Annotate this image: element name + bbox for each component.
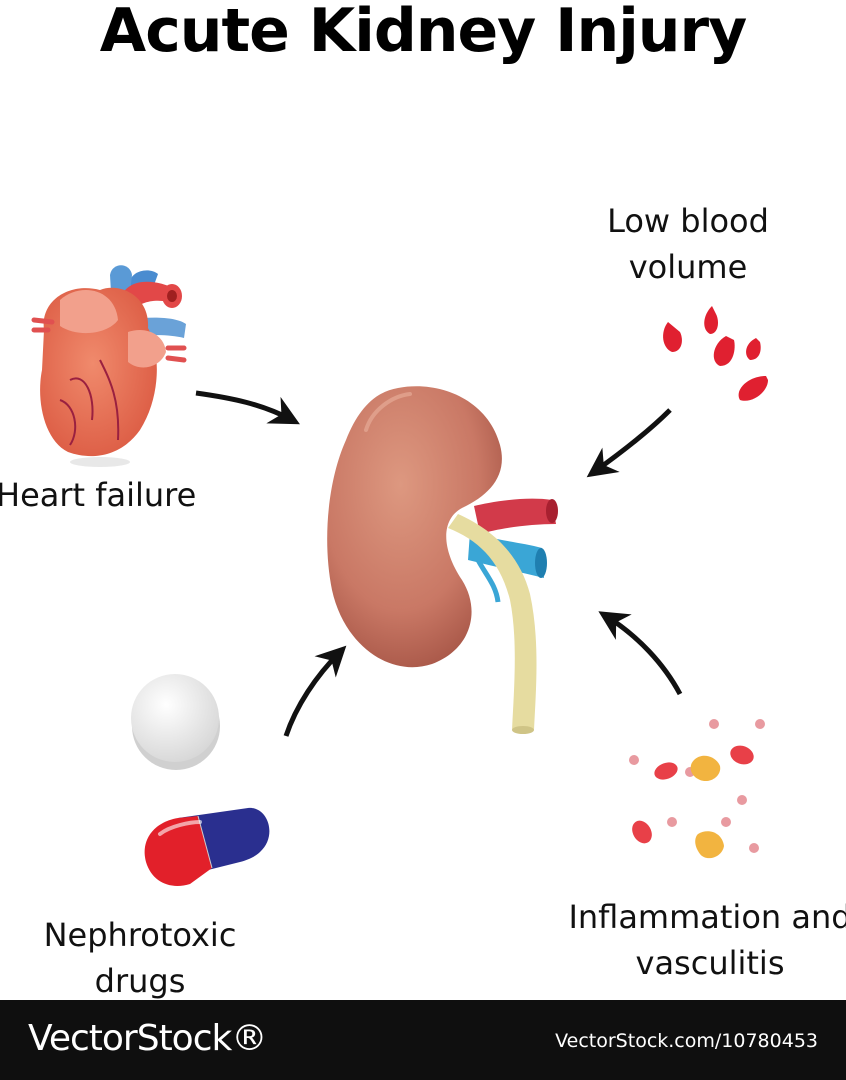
label-nephrotoxic-drugs: Nephrotoxic drugs xyxy=(40,912,240,1004)
arrow-heart-to-kidney xyxy=(195,390,300,425)
diagram-title: Acute Kidney Injury xyxy=(99,0,747,66)
label-line: Inflammation and xyxy=(568,898,846,936)
arrow-inflammation-to-kidney xyxy=(598,611,683,696)
heart-illustration xyxy=(31,265,187,467)
label-low-blood-volume: Low blood volume xyxy=(588,198,788,290)
watermark-footer: VectorStock® VectorStock.com/10780453 xyxy=(0,1000,846,1080)
label-line: volume xyxy=(628,248,748,286)
brand-logo: VectorStock® xyxy=(28,1018,267,1059)
kidney-illustration xyxy=(327,386,558,734)
label-heart-failure: Heart failure xyxy=(0,476,197,514)
pills-illustration xyxy=(131,674,270,886)
arrow-drugs-to-kidney xyxy=(283,645,347,737)
inflammation-cells-illustration xyxy=(629,719,765,859)
stock-image-id: VectorStock.com/10780453 xyxy=(555,1030,818,1052)
label-line: Nephrotoxic xyxy=(43,916,237,954)
diagram-artwork xyxy=(31,265,768,886)
label-line: drugs xyxy=(94,962,186,1000)
blood-drops-illustration xyxy=(663,306,768,401)
label-inflammation-vasculitis: Inflammation and vasculitis xyxy=(560,894,846,986)
label-line: Low blood xyxy=(607,202,769,240)
label-line: vasculitis xyxy=(635,944,785,982)
arrow-blood-to-kidney xyxy=(586,408,672,478)
